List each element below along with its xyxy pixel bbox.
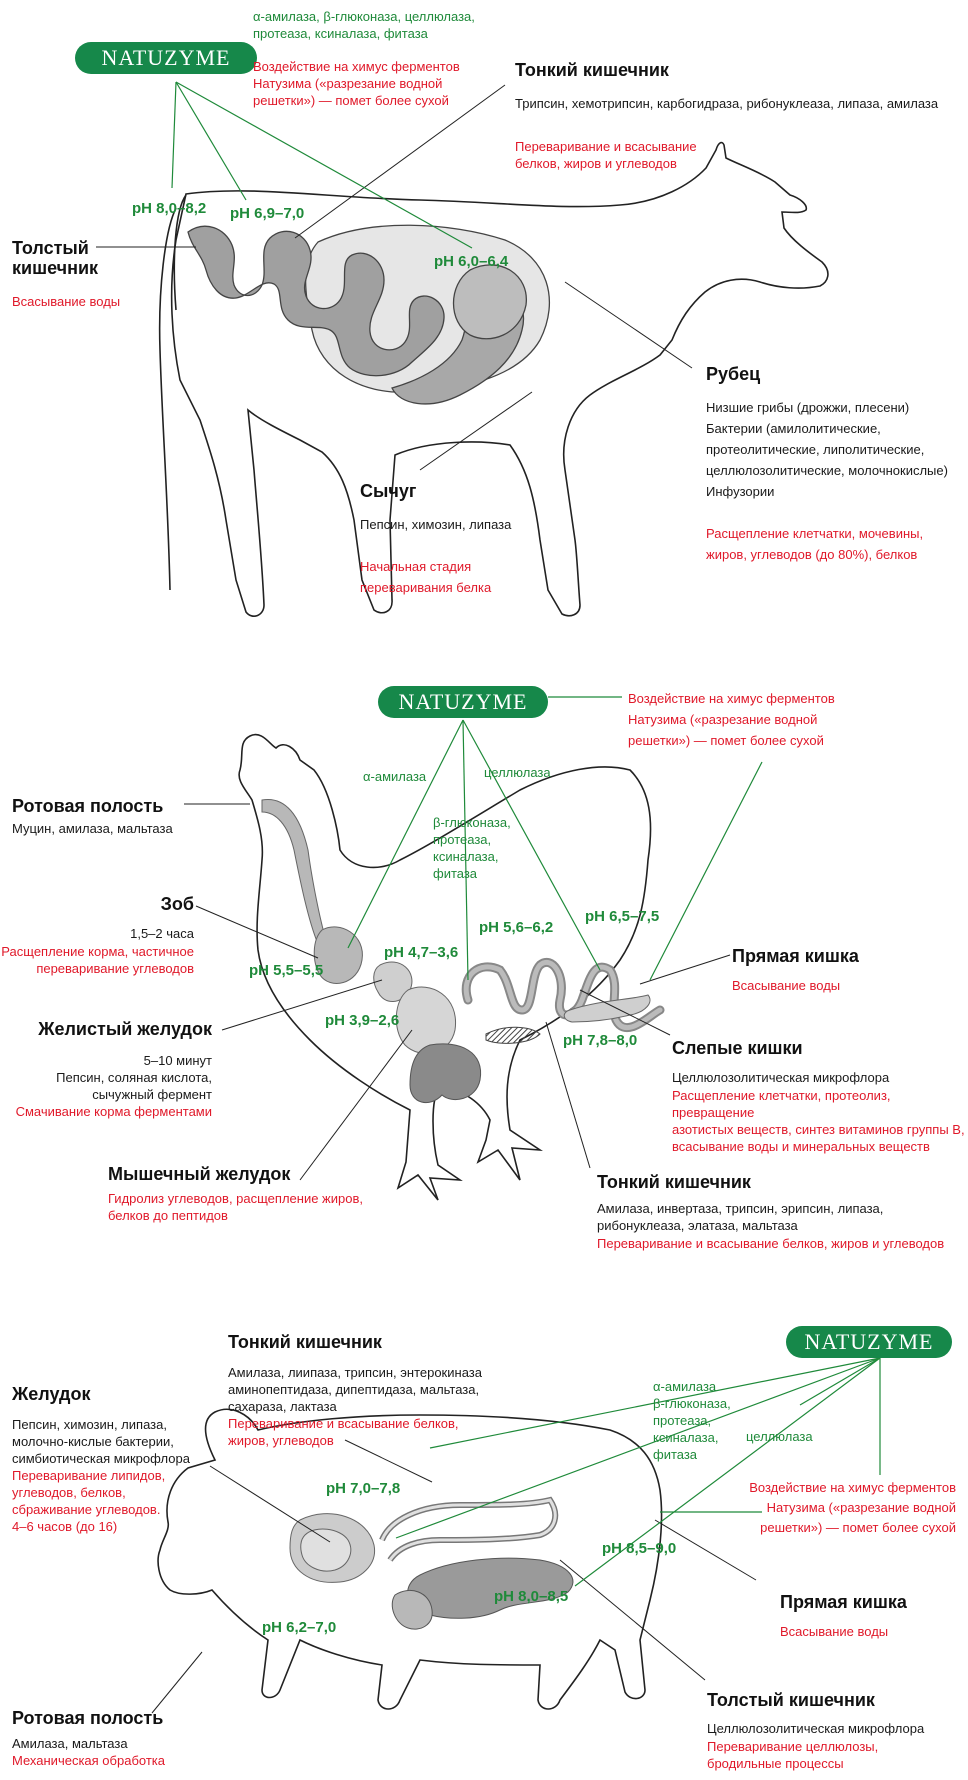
chicken-crop-title: Зоб	[12, 894, 194, 914]
cow-abomasum-title: Сычуг	[360, 481, 416, 501]
chicken-small-intestine-effect: Переваривание и всасывание белков, жиров…	[597, 1235, 944, 1252]
pig-enzyme-cellulase: целлюлаза	[746, 1428, 813, 1445]
chicken-glandular-details: 5–10 минут Пепсин, соляная кислота, сычу…	[12, 1052, 212, 1103]
chicken-esophagus	[262, 799, 326, 944]
cow-ph-rumen: pH 6,0–6,4	[434, 253, 508, 270]
chicken-ceca-effect: Расщепление клетчатки, протеолиз, превра…	[672, 1087, 968, 1155]
pig-stomach-title: Желудок	[12, 1384, 90, 1404]
chicken-ph-proventriculus: pH 4,7–3,6	[384, 944, 458, 961]
chicken-mouth-title: Ротовая полость	[12, 796, 163, 816]
chicken-rectum-title: Прямая кишка	[732, 946, 859, 966]
pig-outline	[158, 1409, 661, 1709]
pig-small-intestine-title: Тонкий кишечник	[228, 1332, 382, 1352]
cow-small-intestine-title: Тонкий кишечник	[515, 60, 669, 80]
chicken-pancreas	[486, 1027, 540, 1043]
cow-small-intestine-effect: Переваривание и всасывание белков, жиров…	[515, 138, 697, 172]
chicken-enzyme-group: β-глюконаза, протеаза, ксиналаза, фитаза	[433, 814, 511, 882]
pig-stomach-enzymes: Пепсин, химозин, липаза, молочно-кислые …	[12, 1416, 190, 1467]
chicken-glandular-title: Желистый желудок	[12, 1019, 212, 1039]
cow-rumen-title: Рубец	[706, 364, 760, 384]
chicken-gizzard-effect: Гидролиз углеводов, расщепление жиров, б…	[108, 1190, 363, 1224]
pig-large-intestine-microflora: Целлюлозолитическая микрофлора	[707, 1720, 924, 1737]
pig-rectum-effect: Всасывание воды	[780, 1623, 888, 1640]
cow-abomasum-effect: Начальная стадия переваривания белка	[360, 556, 491, 598]
chicken-cecum	[564, 995, 650, 1022]
chicken-rectum-effect: Всасывание воды	[732, 977, 840, 994]
pig-illustration	[158, 1409, 661, 1709]
pig-intestine-loop	[382, 1500, 555, 1560]
pig-small-intestine-effect: Переваривание и всасывание белков, жиров…	[228, 1415, 459, 1449]
pig-mouth-enzymes: Амилаза, мальтаза	[12, 1735, 128, 1752]
chicken-ph-gizzard: pH 3,9–2,6	[325, 1012, 399, 1029]
chicken-enzyme-cellulase: целлюлаза	[484, 764, 551, 781]
chicken-glandular-effect: Смачивание корма ферментами	[12, 1103, 212, 1120]
pig-large-intestine-title: Толстый кишечник	[707, 1690, 875, 1710]
pig-natuzyme-badge: NATUZYME	[786, 1326, 952, 1358]
chicken-ceca-title: Слепые кишки	[672, 1038, 803, 1058]
cow-rumen-effect: Расщепление клетчатки, мочевины, жиров, …	[706, 523, 923, 565]
pig-mouth-effect: Механическая обработка	[12, 1752, 165, 1769]
cow-small-intestine-enzymes: Трипсин, хемотрипсин, карбогидраза, рибо…	[515, 95, 938, 112]
pig-mouth-title: Ротовая полость	[12, 1708, 163, 1728]
cow-rumen-microflora: Низшие грибы (дрожжи, плесени) Бактерии …	[706, 397, 948, 502]
cow-ph-small-intestine: pH 6,9–7,0	[230, 205, 304, 222]
chicken-crop-time: 1,5–2 часа	[12, 925, 194, 942]
cow-natuzyme-badge: NATUZYME	[75, 42, 257, 74]
chicken-gizzard-title: Мышечный желудок	[108, 1164, 290, 1184]
pig-ph-large-intestine: pH 8,0–8,5	[494, 1588, 568, 1605]
cow-abomasum-enzymes: Пепсин, химозин, липаза	[360, 516, 511, 533]
chicken-mouth-enzymes: Муцин, амилаза, мальтаза	[12, 820, 173, 837]
chicken-small-intestine-enzymes: Амилаза, инвертаза, трипсин, эрипсин, ли…	[597, 1200, 883, 1234]
pig-ph-small-intestine: pH 7,0–7,8	[326, 1480, 400, 1497]
chicken-small-intestine-title: Тонкий кишечник	[597, 1172, 751, 1192]
cow-natuzyme-effect: Воздействие на химус ферментов Натузима …	[253, 58, 460, 109]
chicken-enzyme-amylase: α-амилаза	[363, 768, 426, 785]
chicken-ceca-microflora: Целлюлозолитическая микрофлора	[672, 1069, 889, 1086]
cow-large-intestine-title: Толстый кишечник	[12, 238, 98, 278]
pig-stomach	[301, 1529, 351, 1571]
pig-enzyme-group: α-амилаза β-глюконаза, протеаза, ксинала…	[653, 1378, 731, 1463]
pig-large-intestine-effect: Переваривание целлюлозы, бродильные проц…	[707, 1738, 878, 1772]
chicken-ph-intestine: pH 6,5–7,5	[585, 908, 659, 925]
pig-ph-stomach: pH 6,2–7,0	[262, 1619, 336, 1636]
pig-ph-colon: pH 8,5–9,0	[602, 1540, 676, 1557]
cow-enzyme-list: α-амилаза, β-глюконаза, целлюлаза, проте…	[253, 8, 475, 42]
chicken-natuzyme-effect: Воздействие на химус ферментов Натузима …	[628, 688, 835, 751]
pig-natuzyme-effect: Воздействие на химус ферментов Натузима …	[730, 1478, 956, 1538]
pig-stomach-effect: Переваривание липидов, углеводов, белков…	[12, 1467, 165, 1535]
chicken-ph-crop: pH 5,5–5,5	[249, 962, 323, 979]
chicken-ph-duodenum: pH 5,6–6,2	[479, 919, 553, 936]
chicken-liver	[410, 1044, 481, 1103]
pig-small-intestine-enzymes: Амилаза, лиипаза, трипсин, энтерокиназа …	[228, 1364, 482, 1415]
pig-rectum-title: Прямая кишка	[780, 1592, 907, 1612]
chicken-natuzyme-badge: NATUZYME	[378, 686, 548, 718]
chicken-crop-effect: Расщепление корма, частичное перевариван…	[0, 943, 194, 977]
cow-large-intestine-effect: Всасывание воды	[12, 293, 120, 310]
chicken-ph-ceca: pH 7,8–8,0	[563, 1032, 637, 1049]
cow-ph-large-intestine: pH 8,0–8,2	[132, 200, 206, 217]
